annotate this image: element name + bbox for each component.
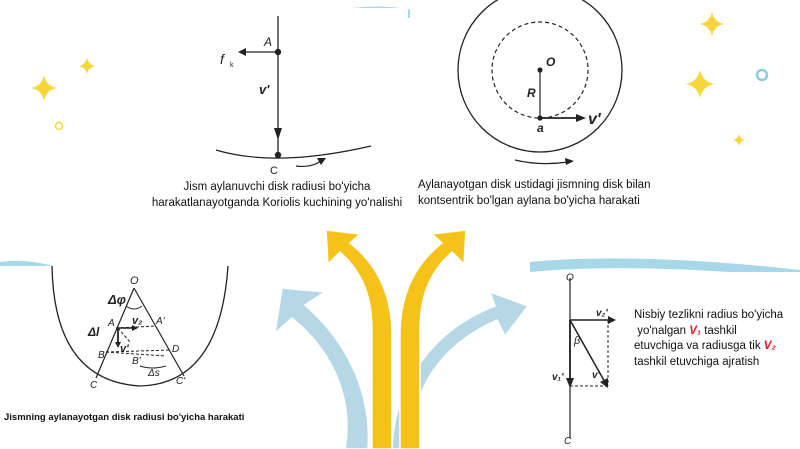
- line-BB1: [105, 351, 167, 357]
- rotation-arrow: [295, 160, 322, 168]
- velocity-decomposition-diagram: O v₂' β v₁' v' C: [552, 272, 616, 447]
- label-O: O: [546, 55, 556, 69]
- path-circle: [491, 21, 589, 119]
- text-line-2-post: tashkil: [701, 324, 737, 337]
- text-line-4: tashkil etuvchiga ajratish: [634, 355, 760, 368]
- label-C: C: [270, 165, 278, 177]
- label-C1: C': [176, 376, 186, 387]
- ring-icon-1: [54, 121, 64, 131]
- disk-arc: [51, 266, 229, 387]
- label-v1: v': [120, 343, 129, 355]
- label-A: A: [107, 318, 115, 329]
- caption-concentric-motion: Aylanayotgan disk ustidagi jismning disk…: [418, 178, 672, 209]
- text-line-1: Nisbiy tezlikni radius bo'yicha: [634, 309, 784, 321]
- label-beta: β: [573, 335, 581, 347]
- v-resultant: [569, 319, 607, 385]
- velocity-arrowhead: [576, 114, 586, 122]
- star-icon-3: [700, 12, 724, 36]
- angle-arc: [125, 305, 143, 310]
- star-icon-1: [31, 75, 57, 101]
- radial-motion-diagram: O Δφ Δl A v₂ A' v' B B' D Δs C C': [51, 266, 229, 391]
- disk-arc: [215, 145, 372, 159]
- label-O: O: [566, 272, 574, 283]
- rotation-arrowhead: [565, 158, 574, 165]
- var-v1: V₁: [689, 324, 702, 337]
- caption-velocity-decomposition: Nisbiy tezlikni radius bo'yicha yo'nalga…: [634, 308, 798, 370]
- label-f-sub: k: [230, 62, 234, 69]
- point-C: [274, 151, 282, 159]
- caption-line-2: harakatlanayotganda Koriolis kuchining y…: [151, 196, 403, 209]
- arrow-yellow-right: [399, 229, 467, 449]
- label-v2: v₂': [596, 308, 608, 319]
- panel-concentric-motion: O R a v' Aylanayotgan disk ustidagi jism…: [410, 0, 672, 218]
- text-line-2-pre: yo'nalgan: [637, 324, 690, 337]
- panel-velocity-decomposition: O v₂' β v₁' v' C Nisbiy tezlikni radius …: [534, 272, 800, 449]
- label-dphi: Δφ: [107, 292, 126, 307]
- stripe-right: [530, 258, 800, 278]
- label-A: A: [263, 35, 272, 49]
- v-resultant: [117, 327, 131, 343]
- label-v: v': [592, 370, 601, 381]
- line-BD: [105, 349, 171, 353]
- caption-line-1: Aylanayotgan disk ustidagi jismning disk…: [418, 179, 651, 191]
- caption-line-1: Jism aylanuvchi disk radiusi bo'yicha: [183, 181, 371, 193]
- radius-OC1: [133, 287, 185, 377]
- label-f: f: [220, 51, 226, 67]
- label-v: v': [259, 82, 270, 97]
- velocity-arrowhead: [274, 128, 282, 140]
- arrow-yellow-left: [325, 229, 393, 449]
- v1-arrowhead: [115, 342, 121, 348]
- panel-radial-motion: O Δφ Δl A v₂ A' v' B B' D Δs C C' Jismni…: [0, 266, 268, 449]
- label-R: R: [527, 86, 536, 100]
- rotation-arrow: [514, 159, 569, 165]
- concentric-motion-diagram: O R a v': [457, 0, 623, 165]
- label-ds: Δs: [147, 368, 160, 379]
- ring-icon-2: [755, 68, 769, 82]
- rotation-arrowhead: [317, 158, 326, 165]
- label-C: C: [90, 380, 98, 391]
- caption-line-2: kontsentrik bo'lgan aylana bo'yicha hara…: [418, 194, 640, 207]
- star-icon-2: [79, 58, 95, 74]
- force-arrowhead: [238, 48, 246, 56]
- v2-arrowhead: [132, 325, 138, 331]
- var-v2: V₂: [763, 340, 776, 353]
- label-dl: Δl: [87, 325, 100, 339]
- text-line-3: etuvchiga va radiusga tik V₂: [634, 339, 798, 355]
- arrow-blue-left: [273, 287, 370, 449]
- star-icon-4: [686, 70, 714, 98]
- label-B1: B': [132, 356, 142, 367]
- label-D: D: [172, 344, 179, 355]
- label-v: v': [588, 111, 602, 128]
- v2-arrowhead: [608, 316, 616, 324]
- coriolis-direction-diagram: A f k v' C: [215, 16, 372, 177]
- panel-coriolis-direction: A f k v' C Jism aylanuvchi disk radiusi …: [146, 8, 408, 218]
- text-line-3-pre: etuvchiga va radiusga tik: [634, 340, 764, 353]
- caption-coriolis-direction: Jism aylanuvchi disk radiusi bo'yicha ha…: [146, 180, 408, 211]
- caption-radial-motion: Jismning aylanayotgan disk radiusi bo'yi…: [4, 412, 245, 423]
- ds-arc: [139, 365, 167, 369]
- radius-OC: [95, 287, 135, 379]
- label-a: a: [537, 121, 544, 135]
- text-line-2: yo'nalgan V₁ tashkil: [634, 324, 798, 340]
- star-icon-5: [733, 134, 745, 146]
- label-C: C: [564, 436, 572, 447]
- disk-circle: [457, 0, 623, 153]
- label-v1: v₁': [552, 372, 564, 383]
- label-A1: A': [155, 316, 166, 327]
- v1-arrowhead: [566, 378, 574, 388]
- label-v2: v₂: [132, 315, 142, 327]
- label-O: O: [130, 275, 139, 287]
- label-B: B: [98, 350, 105, 361]
